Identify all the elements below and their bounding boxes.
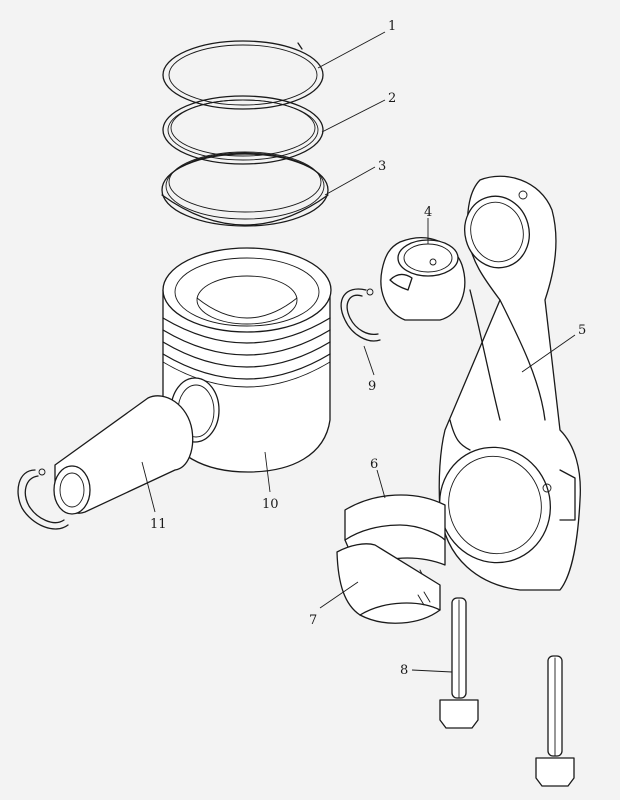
piston-ring-oil <box>161 151 329 227</box>
callout-11: 11 <box>150 517 167 532</box>
piston-ring-second <box>162 95 324 165</box>
callout-8: 8 <box>400 663 408 678</box>
connecting-rod-bolt-center <box>439 597 479 729</box>
callout-7: 7 <box>309 613 317 628</box>
connecting-rod-bolt-right <box>535 655 575 787</box>
callout-3: 3 <box>378 159 386 174</box>
leader-lines <box>141 31 576 673</box>
circlip-right <box>340 288 381 342</box>
callout-10: 10 <box>262 497 279 512</box>
circlip-left <box>17 468 69 530</box>
callout-5: 5 <box>578 323 586 338</box>
piston-pin-bushing <box>380 237 466 321</box>
callout-2: 2 <box>388 91 396 106</box>
callout-labels: 1 2 3 4 5 6 7 8 9 10 11 <box>150 19 586 678</box>
callout-6: 6 <box>370 457 378 472</box>
piston-pin <box>53 395 194 515</box>
bearing-shell-lower <box>336 543 441 624</box>
callout-4: 4 <box>424 205 432 220</box>
piston-ring-top <box>162 40 324 110</box>
callout-1: 1 <box>388 19 396 34</box>
connecting-rod <box>438 175 581 591</box>
piston <box>162 247 332 473</box>
callout-9: 9 <box>368 379 376 394</box>
